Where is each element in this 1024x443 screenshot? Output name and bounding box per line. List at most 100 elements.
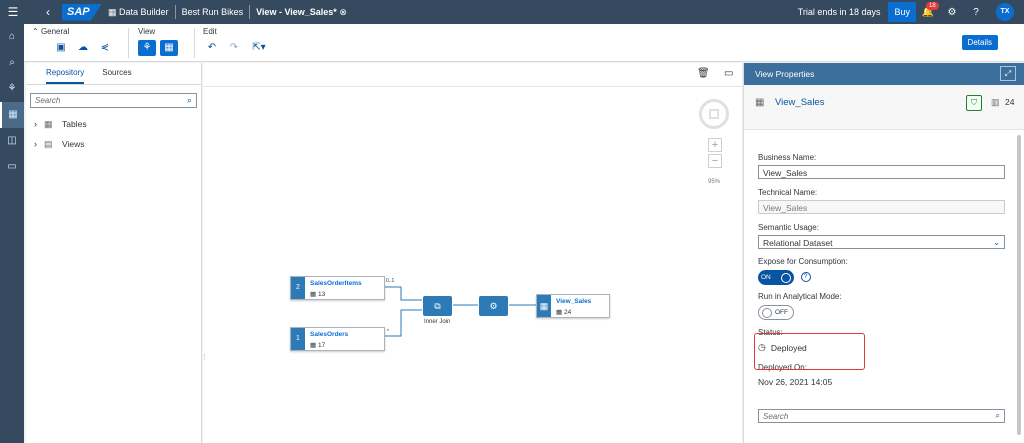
bell-icon[interactable]: 🔔18 (916, 1, 940, 18)
export-icon[interactable]: ⇱▾ (252, 42, 266, 53)
link-items-join (384, 286, 422, 301)
output-name: View_Sales (556, 298, 592, 305)
deployed-on-value: Nov 26, 2021 14:05 (758, 377, 833, 387)
canvas-toolbar: 🗑 ▭ (203, 63, 742, 87)
expose-toggle[interactable]: ON (758, 270, 794, 285)
table-icon: ▦ (44, 118, 53, 129)
redo-icon[interactable]: ↷ (229, 42, 239, 53)
shell-actions: Trial ends in 18 days Buy 🔔18 ⚙ ? TX (798, 0, 1024, 24)
connection-lines (384, 286, 536, 337)
home-icon[interactable]: ⌂ (8, 31, 16, 42)
shield-icon[interactable]: ⛉ (966, 95, 982, 111)
network-icon[interactable]: ⚘ (7, 83, 17, 94)
search-icon[interactable]: ⌕ (995, 411, 1000, 420)
breadcrumb: ▦ Data Builder Best Run Bikes View - Vie… (108, 5, 347, 19)
join-node[interactable]: ⧉ (423, 296, 452, 316)
node-count: ▦ 13 (310, 291, 326, 298)
technical-name-label: Technical Name: (758, 188, 818, 197)
source-node-salesorders[interactable]: 1 SalesOrders ▦ 17 (290, 327, 385, 351)
diagram-canvas[interactable]: 🗑 ▭ + − 95% ⋮ 2 SalesOrderItems ▦ 13 1 S… (201, 63, 742, 443)
save-icon[interactable]: ▣ (56, 42, 66, 53)
feedback-icon[interactable]: ⚙ (947, 6, 957, 18)
explorer-icon[interactable]: ⌕ (9, 57, 15, 68)
trial-text: Trial ends in 18 days (797, 7, 881, 17)
pan-control[interactable] (699, 99, 729, 129)
data-builder-icon[interactable]: ▦ (0, 102, 24, 128)
search-placeholder: Search (35, 96, 61, 105)
shell-bar: ☰ ‹ SAP ▦ Data Builder Best Run Bikes Vi… (0, 0, 1024, 24)
repo-search-input[interactable]: Search ⌕ (30, 93, 197, 108)
chevron-right-icon[interactable]: › (34, 119, 37, 129)
deployed-on-label: Deployed On: (758, 363, 807, 372)
tree-item-tables[interactable]: › ▦ Tables (26, 114, 201, 134)
monitor-icon[interactable]: ▭ (7, 161, 17, 172)
business-builder-icon[interactable]: ◫ (7, 135, 17, 146)
expand-icon[interactable]: ⤢ (1000, 66, 1016, 81)
divider (194, 28, 195, 58)
crumb-view: View - View_Sales* (256, 7, 337, 17)
semantic-usage-value: Relational Dataset (763, 238, 833, 248)
scrollbar[interactable] (1017, 135, 1021, 435)
status-value: ◷ Deployed (758, 342, 1005, 353)
crumb-data-builder[interactable]: Data Builder (119, 7, 169, 17)
edit-group: Edit ↶ ↷ ⇱▾ (203, 27, 271, 56)
view-icon: ▤ (44, 138, 53, 149)
crumb-space[interactable]: Best Run Bikes (181, 7, 244, 17)
tab-sources[interactable]: Sources (102, 68, 132, 77)
tree-item-views[interactable]: › ▤ Views (26, 134, 201, 154)
view-icon: ▦ (537, 295, 551, 317)
back-icon[interactable]: ‹ (46, 5, 50, 19)
help-icon[interactable]: ? (973, 6, 979, 18)
search-icon[interactable]: ⌕ (186, 95, 192, 105)
tab-repository[interactable]: Repository (46, 63, 85, 84)
share-icon[interactable]: ⋞ (100, 42, 110, 53)
output-node-view-sales[interactable]: ▦ View_Sales ▦ 24 (536, 294, 610, 318)
toggle-knob (762, 307, 772, 318)
node-count: ▦ 17 (310, 342, 326, 349)
notification-badge: 18 (926, 1, 939, 10)
details-button[interactable]: Details (961, 35, 998, 50)
undo-icon[interactable]: ↶ (207, 42, 217, 53)
properties-title: View Properties (755, 69, 815, 79)
node-number: 2 (291, 277, 305, 299)
highlight-box (754, 333, 865, 370)
display-icon[interactable]: ▭ (724, 68, 734, 79)
cardinality-top: 0..1 (386, 278, 395, 284)
node-number: 1 (291, 328, 305, 350)
zoom-out-button[interactable]: − (708, 154, 722, 168)
deploy-icon[interactable]: ☁ (78, 42, 88, 53)
data-builder-icon: ▦ (108, 6, 117, 17)
cardinality-bottom: * (387, 329, 389, 335)
close-icon[interactable]: ⊗ (339, 6, 347, 17)
technical-name-input: View_Sales (758, 200, 1005, 214)
chevron-right-icon[interactable]: › (34, 139, 37, 149)
buy-button[interactable]: Buy (888, 2, 916, 22)
diagram-view-icon[interactable]: ⚘ (138, 40, 156, 56)
status-label: Status: (758, 328, 783, 337)
delete-icon[interactable]: 🗑 (697, 68, 710, 79)
help-icon[interactable]: ? (800, 271, 811, 282)
semantic-usage-label: Semantic Usage: (758, 223, 819, 232)
zoom-in-button[interactable]: + (708, 138, 722, 152)
menu-icon[interactable]: ☰ (7, 5, 19, 19)
status-text: Deployed (770, 342, 807, 353)
tree-item-label: Views (62, 139, 85, 149)
left-nav: ⌂ ⌕ ⚘ ▦ ◫ ▭ (0, 24, 24, 443)
toggle-state: OFF (775, 309, 788, 316)
toolbar: ⌃ General ▣ ☁ ⋞ View ⚘ ▦ Edit ↶ ↷ ⇱▾ Det… (24, 24, 1024, 62)
avatar[interactable]: TX (996, 3, 1014, 21)
semantic-usage-select[interactable]: Relational Dataset ⌄ (758, 235, 1005, 249)
column-count: 24 (1005, 97, 1015, 107)
table-view-icon[interactable]: ▦ (160, 40, 178, 56)
projection-node[interactable]: ⚙ (479, 296, 508, 316)
divider (128, 28, 129, 58)
business-name-input[interactable]: View_Sales (758, 165, 1005, 179)
link-orders-join (384, 309, 422, 337)
analytical-toggle[interactable]: OFF (758, 305, 794, 320)
chevron-down-icon[interactable]: ⌄ (993, 238, 1000, 247)
properties-search-input[interactable]: Search ⌕ (758, 409, 1005, 423)
source-node-salesorderitems[interactable]: 2 SalesOrderItems ▦ 13 (290, 276, 385, 300)
join-icon: ⧉ (434, 301, 441, 311)
pan-center[interactable] (709, 109, 719, 119)
sap-logo[interactable]: SAP (62, 3, 102, 21)
